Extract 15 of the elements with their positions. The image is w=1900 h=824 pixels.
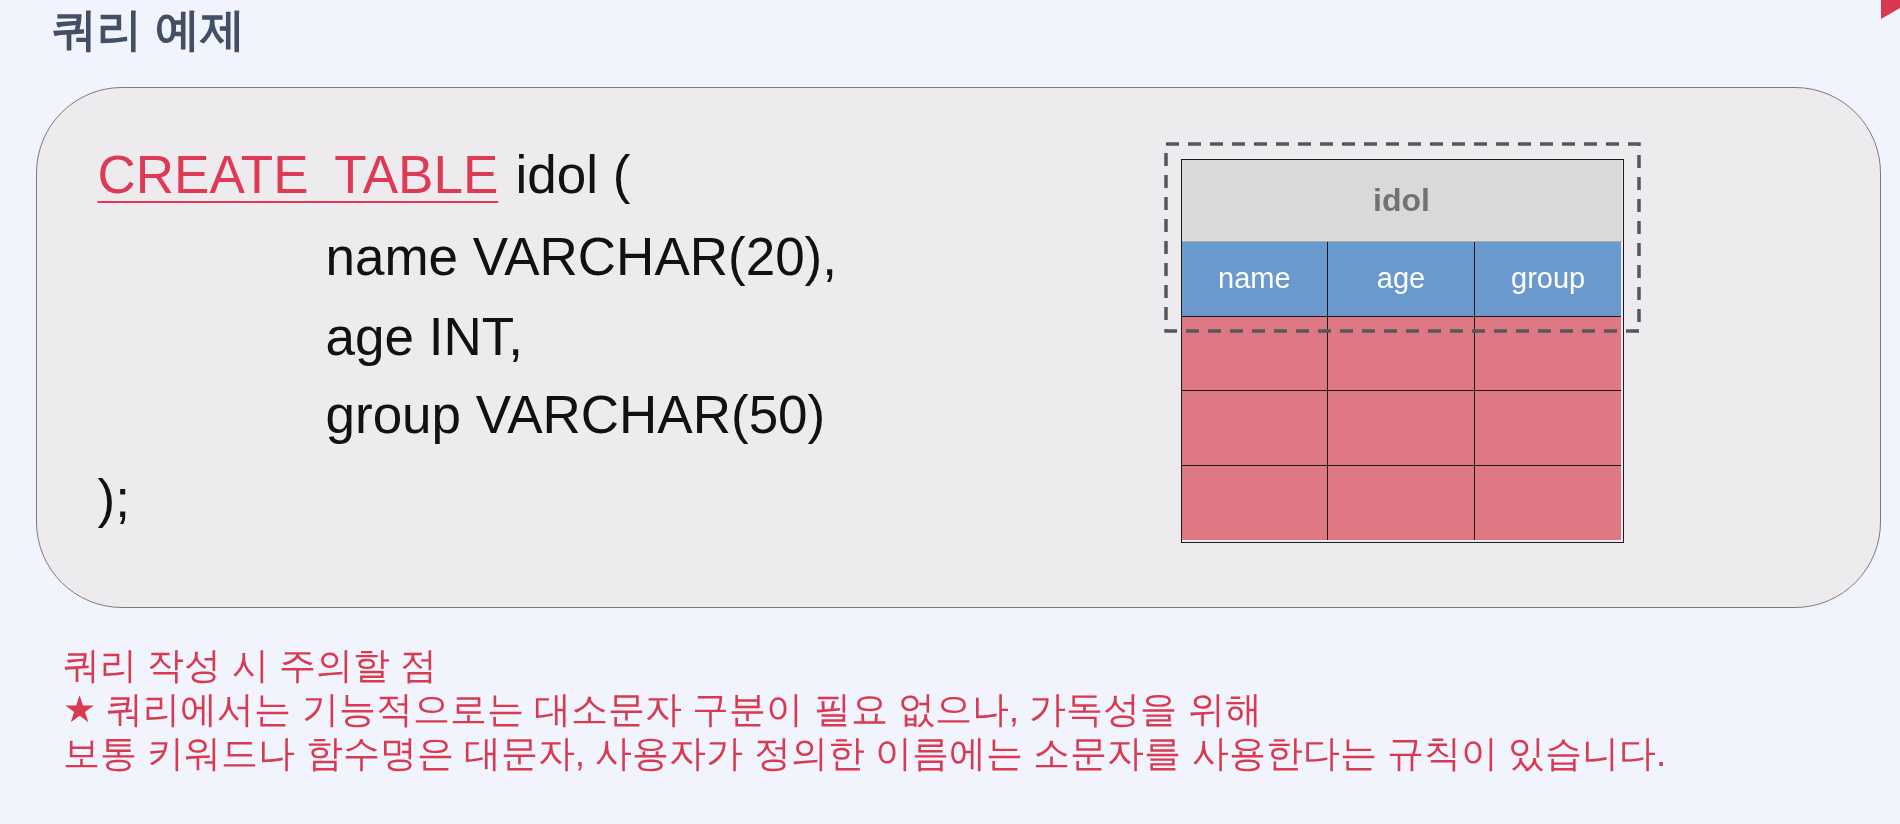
note-text: ★ 쿼리에서는 기능적으로는 대소문자 구분이 필요 없으나, 가독성을 위해 보통 키워드나 함수명은 대문자, 사용자가 정의한 이름에는 소문자를 사용한다는 규칙이 있습니다.	[63, 689, 1667, 774]
sql-keyword: CREATE TABLE	[97, 143, 499, 206]
code-line: idol (	[515, 143, 631, 206]
note-heading: 쿼리 작성 시 주의할 점	[63, 644, 438, 688]
code-panel	[36, 87, 1881, 608]
title: 쿼리 예제	[52, 3, 245, 57]
data-table	[1180, 158, 1624, 543]
table-header: idol	[1181, 159, 1622, 242]
code-line: group VARCHAR(50)	[325, 383, 826, 446]
code-line: age INT,	[325, 305, 523, 368]
column-header: age	[1328, 241, 1475, 317]
column-header: name	[1181, 241, 1329, 317]
code-line: name VARCHAR(20),	[325, 225, 837, 288]
code-line: );	[97, 467, 130, 530]
column-header: group	[1474, 241, 1622, 317]
